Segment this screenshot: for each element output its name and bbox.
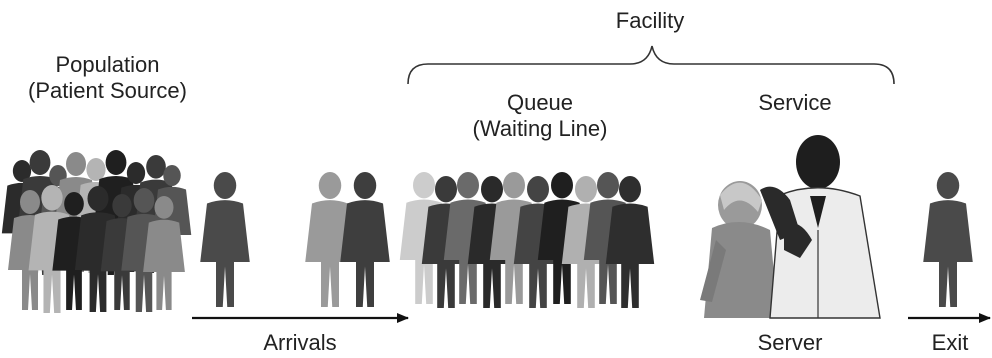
queue-label: Queue (Waiting Line) [440,90,640,142]
arriving-person-icon [340,172,390,307]
service-label: Service [758,90,832,115]
arriving-person-icon [305,172,355,307]
arrivals-label: Arrivals [263,330,337,355]
queue-person-icon [605,176,655,308]
patient-child-icon [700,181,778,318]
brace-icon [407,45,895,85]
exiting-person [923,172,973,307]
queue-label-line2: (Waiting Line) [472,116,608,141]
arriving-person-icon [200,172,250,307]
arriving-people [200,172,390,307]
facility-label: Facility [615,8,685,33]
exit-label: Exit [931,330,969,355]
queue-label-line1: Queue [506,90,574,115]
queue-people [399,172,655,308]
server-label: Server [757,330,823,355]
exiting-person-icon [923,172,973,307]
population-label-line2: (Patient Source) [28,78,187,103]
crowd-person-icon [143,196,185,310]
population-label-line1: Population [55,52,160,77]
server-doctor-icon [760,135,881,319]
crowd-icon [1,150,192,313]
population-label: Population (Patient Source) [0,52,215,104]
